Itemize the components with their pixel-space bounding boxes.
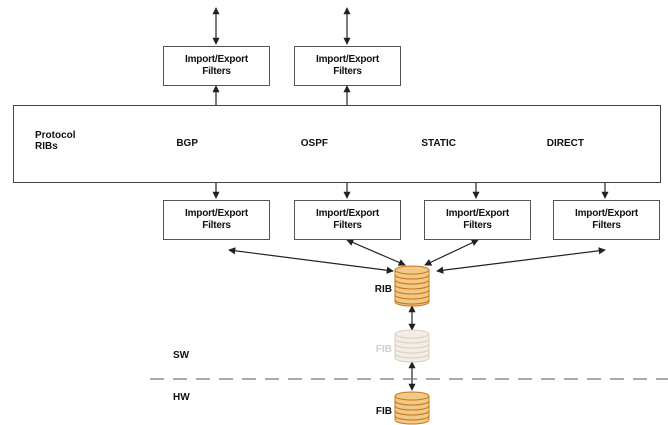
import-export-filter-bgp[interactable]: Import/Export Filters	[163, 200, 270, 240]
import-export-filter-ospf[interactable]: Import/Export Filters	[294, 200, 401, 240]
import-export-filter-direct[interactable]: Import/Export Filters	[553, 200, 660, 240]
ospf-label: OSPF	[300, 138, 328, 149]
protocol-ribs-label: Protocol RIBs	[35, 130, 76, 152]
direct-filter-to-rib-arrow	[436, 247, 606, 274]
import-export-filter-static[interactable]: Import/Export Filters	[424, 200, 531, 240]
bgp-filter-to-rib-arrow	[228, 247, 394, 274]
static-filter-to-rib-arrow	[424, 239, 479, 266]
bgp-label: BGP	[176, 138, 198, 149]
rib-label: RIB	[374, 284, 392, 295]
fib-hw-database-icon	[394, 391, 430, 425]
static-label: STATIC	[421, 138, 456, 149]
fib-sw-label: FIB	[375, 344, 392, 355]
ospf-filter-to-rib-arrow	[346, 239, 406, 266]
import-export-filter-top-ospf[interactable]: Import/Export Filters	[294, 46, 401, 86]
protocol-ribs-region	[13, 105, 661, 183]
hw-layer-label: HW	[173, 392, 190, 403]
direct-label: DIRECT	[546, 138, 584, 149]
rib-database-icon	[394, 265, 430, 307]
fib-sw-database-icon	[394, 329, 430, 363]
import-export-filter-top-bgp[interactable]: Import/Export Filters	[163, 46, 270, 86]
sw-layer-label: SW	[173, 350, 190, 361]
fib-hw-label: FIB	[375, 406, 392, 417]
